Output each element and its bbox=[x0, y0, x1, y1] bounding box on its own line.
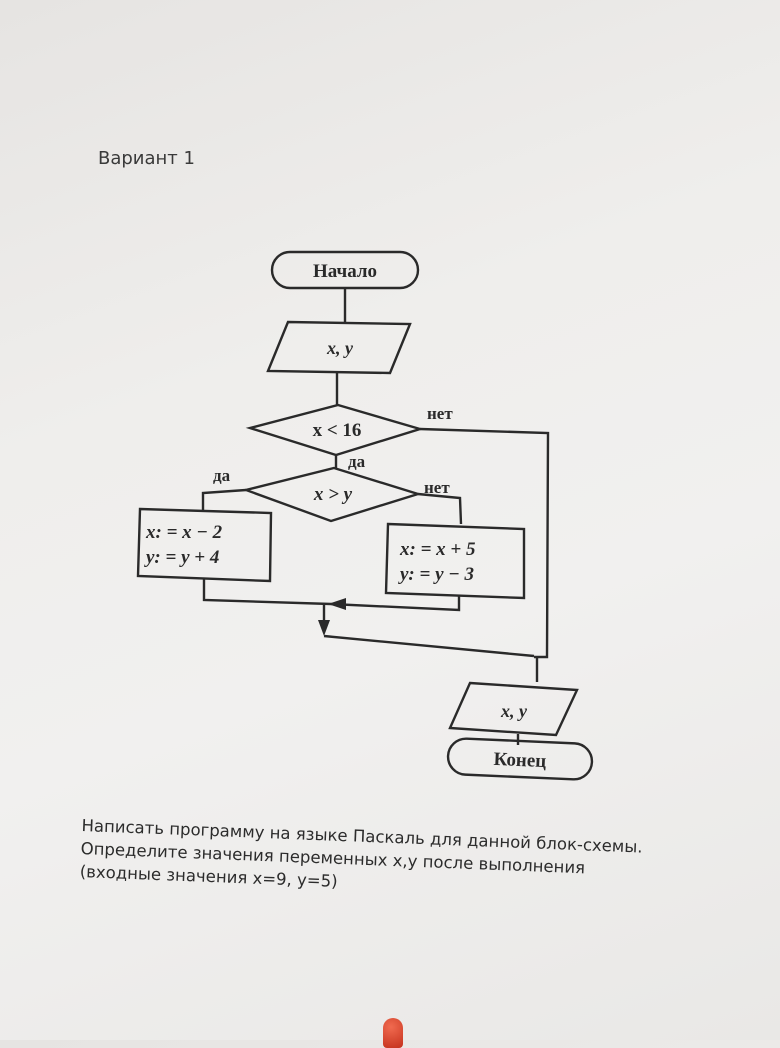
end-terminal bbox=[446, 737, 594, 781]
end-label: Конец bbox=[493, 749, 547, 772]
variant-heading: Вариант 1 bbox=[98, 148, 195, 169]
condition1-yes-label: да bbox=[348, 452, 366, 471]
left-action-block bbox=[136, 507, 273, 583]
pushpin-icon bbox=[383, 1018, 403, 1048]
output-block bbox=[448, 681, 579, 737]
condition2-yes-label: да bbox=[213, 466, 231, 485]
input-block bbox=[266, 320, 412, 375]
condition2-label: x > y bbox=[313, 484, 353, 505]
output-label: x, y bbox=[500, 701, 528, 721]
condition1-no-label: нет bbox=[427, 404, 453, 423]
right-action-line2: y: = y − 3 bbox=[398, 564, 474, 585]
left-action-line2: y: = y + 4 bbox=[144, 547, 219, 568]
start-label: Начало bbox=[313, 261, 377, 282]
condition2-diamond bbox=[241, 466, 423, 523]
left-action-line1: x: = x − 2 bbox=[145, 522, 223, 543]
condition1-label: x < 16 bbox=[313, 420, 362, 441]
input-label: x, y bbox=[326, 338, 354, 358]
condition2-no-label: нет bbox=[424, 478, 450, 497]
right-action-line1: x: = x + 5 bbox=[399, 539, 476, 560]
right-action-block bbox=[384, 522, 526, 600]
